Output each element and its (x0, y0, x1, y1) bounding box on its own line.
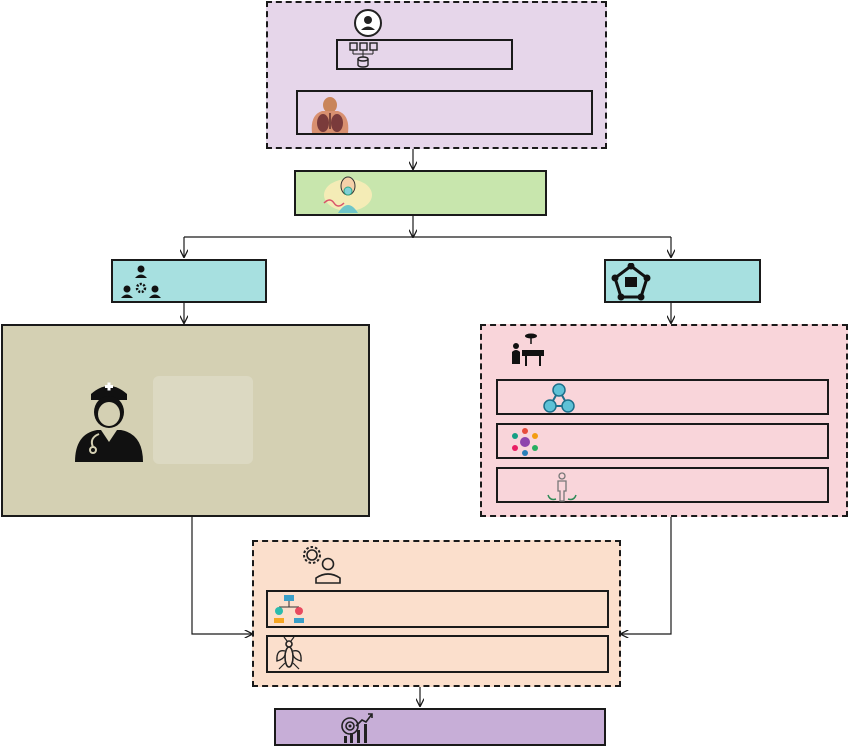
target-chart-icon (341, 713, 373, 743)
nurse-icon (75, 382, 143, 462)
stage1-box-2 (296, 90, 593, 135)
colorful-network-icon (512, 428, 538, 456)
right-panel-box-3 (496, 467, 829, 503)
stage4-box-2 (266, 635, 609, 673)
left-panel (1, 324, 370, 517)
surgery-bed-icon (512, 333, 544, 366)
user-gear-icon (303, 546, 341, 584)
right-branch-box (604, 259, 761, 303)
faded-text-region (153, 376, 253, 464)
right-panel (480, 324, 848, 517)
pentagon-network-icon (611, 263, 651, 301)
right-panel-box-2 (496, 423, 829, 459)
stage2-box (294, 170, 547, 216)
stage1-panel (266, 1, 607, 149)
right-panel-box-1 (496, 379, 829, 415)
stage4-panel (252, 540, 621, 687)
oxygen-mask-patient-icon (323, 176, 372, 213)
lungs-anatomy-icon (311, 97, 349, 133)
left-branch-box (111, 259, 267, 303)
database-network-icon (349, 42, 378, 68)
stage4-box-1 (266, 590, 609, 628)
user-network-icon (543, 383, 575, 413)
user-circle-icon (354, 9, 382, 37)
flowchart-icon (274, 595, 304, 623)
insect-icon (276, 637, 302, 670)
final-box (274, 708, 606, 746)
people-gear-icon (121, 265, 161, 298)
person-rotate-icon (547, 472, 577, 502)
stage1-box-1 (336, 39, 513, 70)
